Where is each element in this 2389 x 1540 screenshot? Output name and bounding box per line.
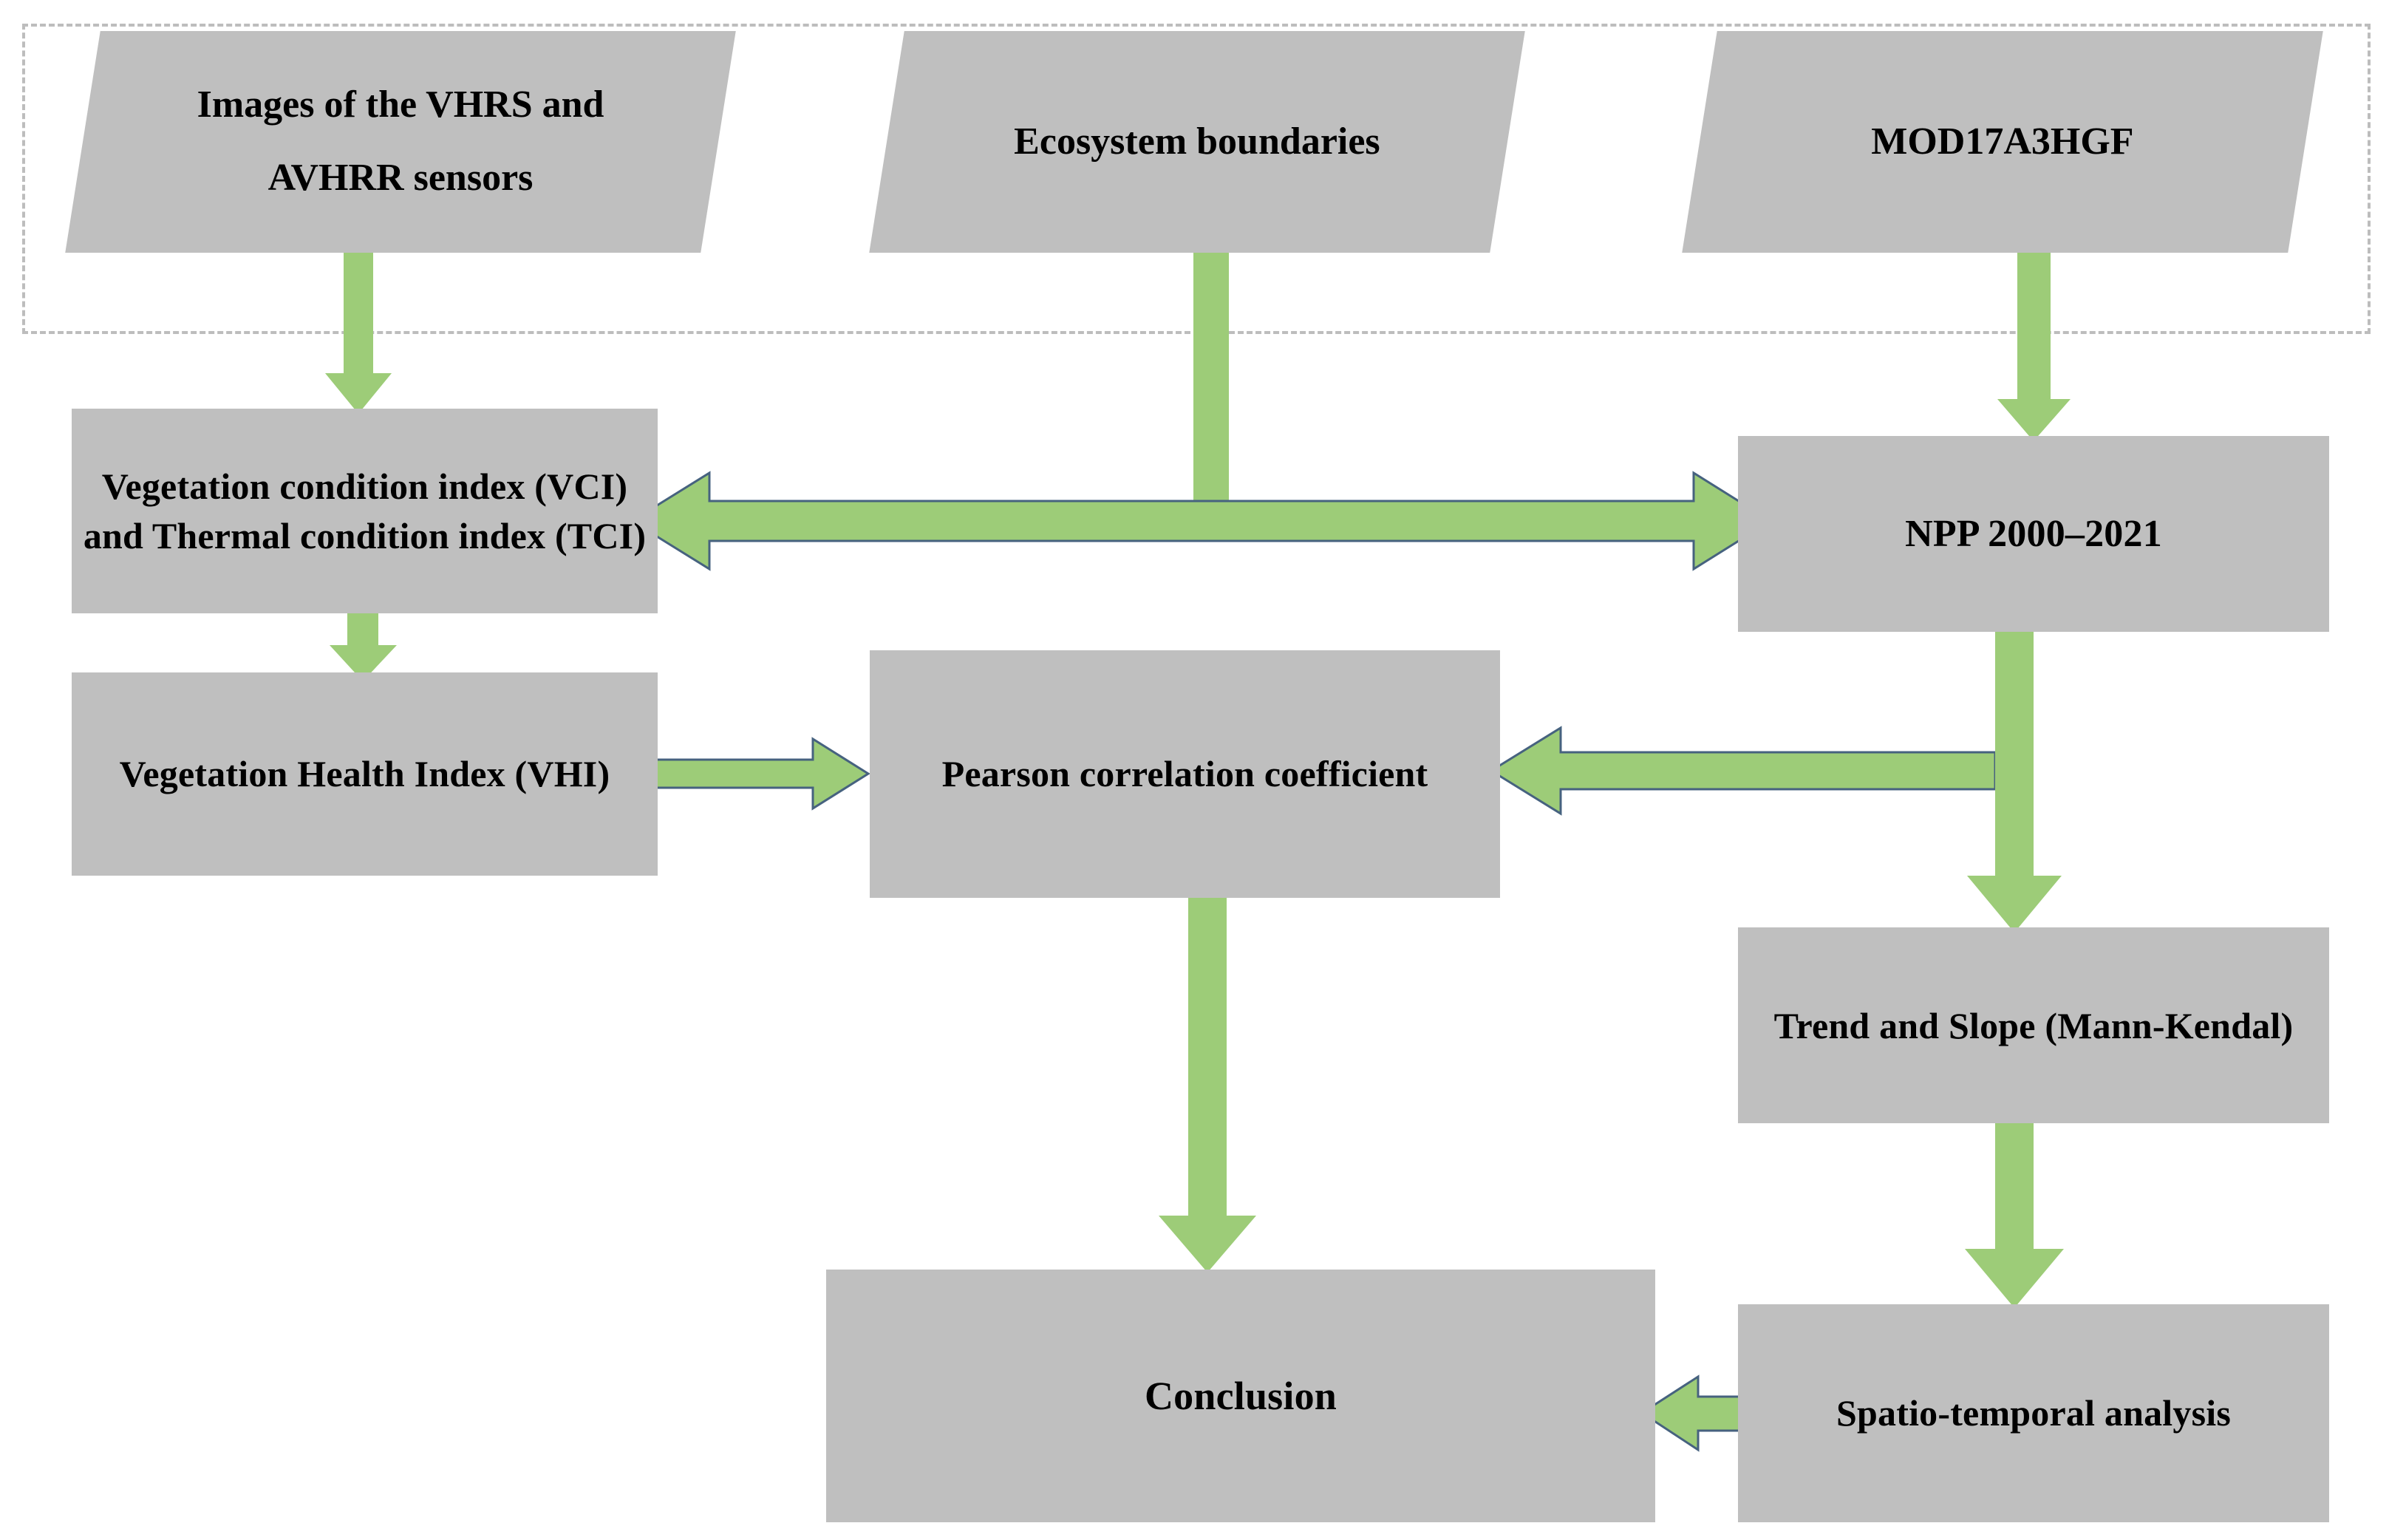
arrow-pearson-to-conclusion	[1159, 898, 1256, 1272]
node-pearson-correlation[interactable]: Pearson correlation coefficient	[870, 650, 1500, 898]
node-vhrs-avhrr-sensors[interactable]: Images of the VHRS and AVHRR sensors	[65, 31, 736, 253]
arrow-vhi-to-pearson	[649, 737, 870, 811]
arrow-vci-to-vhi	[330, 613, 397, 681]
arrow-vhrs-to-vci	[325, 251, 392, 414]
node-ecosystem-boundaries[interactable]: Ecosystem boundaries	[869, 31, 1525, 253]
node-vci-tci-label: Vegetation condition index (VCI) and The…	[83, 465, 647, 556]
arrow-npp-to-trend-slope	[1967, 632, 2062, 933]
node-ecosystem-boundaries-text: Ecosystem boundaries	[1014, 120, 1380, 163]
node-spatio-temporal-label: Spatio-temporal analysis	[1836, 1392, 2231, 1434]
node-vhrs-avhrr-line1: Images of the VHRS and	[197, 84, 604, 126]
node-ecosystem-boundaries-label: Ecosystem boundaries	[887, 106, 1507, 179]
node-mod17a3hgf-label: MOD17A3HGF	[1700, 106, 2305, 179]
node-npp[interactable]: NPP 2000–2021	[1738, 436, 2329, 632]
node-spatio-temporal-analysis[interactable]: Spatio-temporal analysis	[1738, 1304, 2329, 1522]
node-vci-tci[interactable]: Vegetation condition index (VCI) and The…	[72, 409, 658, 613]
node-vhi[interactable]: Vegetation Health Index (VHI)	[72, 672, 658, 876]
node-conclusion-label: Conclusion	[1144, 1373, 1337, 1418]
node-npp-label: NPP 2000–2021	[1905, 512, 2162, 555]
node-trend-slope[interactable]: Trend and Slope (Mann-Kendal)	[1738, 927, 2329, 1123]
connector-ecosystem-boundaries-down	[1193, 251, 1229, 502]
arrow-trend-to-spatio-temporal	[1965, 1123, 2064, 1308]
node-conclusion[interactable]: Conclusion	[826, 1270, 1655, 1522]
node-trend-slope-label: Trend and Slope (Mann-Kendal)	[1773, 1004, 2294, 1046]
arrow-npp-to-pearson	[1489, 726, 1997, 816]
node-pearson-label: Pearson correlation coefficient	[941, 753, 1428, 794]
arrow-mod17-to-npp	[1997, 251, 2071, 441]
node-mod17a3hgf-text: MOD17A3HGF	[1871, 120, 2134, 163]
node-vhrs-avhrr-line2: AVHRR sensors	[267, 157, 534, 199]
node-vhrs-avhrr-label: Images of the VHRS and AVHRR sensors	[83, 69, 718, 215]
node-mod17a3hgf[interactable]: MOD17A3HGF	[1682, 31, 2323, 253]
node-vhi-label: Vegetation Health Index (VHI)	[119, 753, 610, 794]
arrow-spatio-temporal-to-conclusion	[1640, 1374, 1753, 1452]
